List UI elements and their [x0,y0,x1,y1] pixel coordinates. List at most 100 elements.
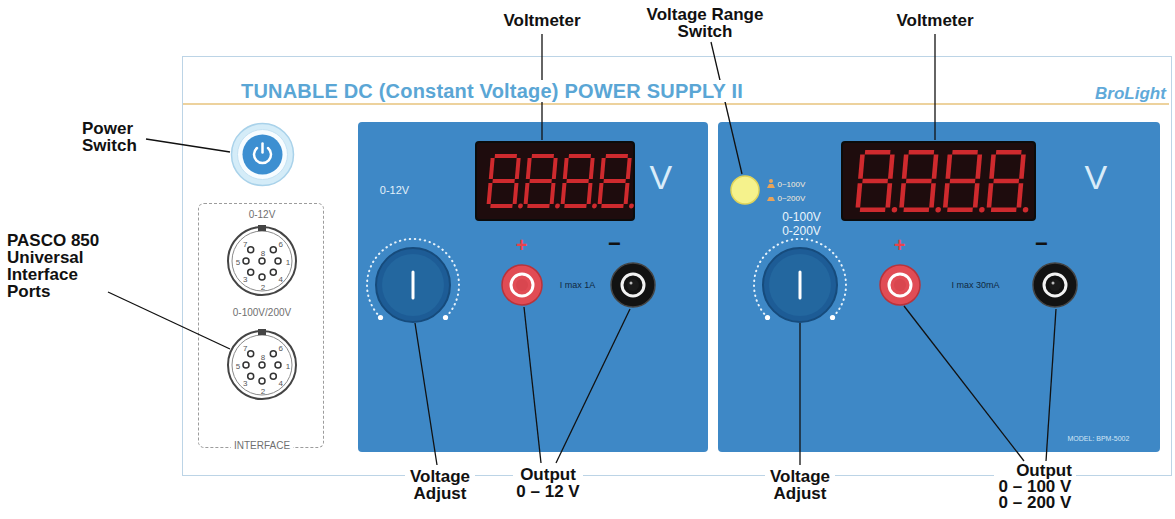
pin-number: 7 [243,240,247,249]
text-holder: Power Switch [80,120,144,154]
leader-line-group [108,34,1056,465]
text-holder: 1 [286,362,290,371]
pin-number: 6 [278,240,282,249]
text-holder: Voltage Range Switch [641,6,769,40]
callout-label: Voltmeter [501,12,582,29]
callout-label: Power Switch [80,120,144,154]
text-holder: 0~100V [778,180,806,189]
text-holder: 7 [243,344,247,353]
text-holder: V [1085,158,1108,196]
text-holder: BroLight [1095,84,1166,104]
text-holder: Voltage Adjust [405,468,475,502]
leader-line [904,306,1024,461]
range-label: 0-12V [380,184,409,197]
interface-illustration [199,204,325,449]
panel-title: TUNABLE DC (Constant Voltage) POWER SUPP… [241,80,743,102]
leader-line [556,309,630,463]
range-label: 0-100V 0-200V [780,210,824,238]
text-holder: MODEL: BPM-5002 [1068,434,1130,443]
text-holder: Output 0 – 12 V [513,466,583,500]
din-connector [228,225,296,295]
callout-label: Voltmeter [894,12,975,29]
callout-label: Output 0 – 12 V [513,466,583,500]
leader-line [934,34,935,140]
current-limit: I max 30mA [951,280,999,291]
range-switch [731,176,759,204]
text-holder: 1 [286,258,290,267]
model-number: MODEL: BPM-5002 [1068,434,1130,443]
pin-number: 2 [261,283,265,292]
positive-terminal [880,265,920,305]
text-holder: 8 [261,249,265,258]
volt-unit: V [650,158,673,196]
callout-label: Voltage Adjust [405,468,475,502]
pin-number: 3 [243,379,247,388]
text-holder: 2 [261,283,265,292]
text-holder: I max 1A [560,280,596,291]
callout-label: Voltage Range Switch [641,6,769,40]
text-holder: Voltmeter [501,12,582,29]
din-connector [228,329,296,399]
negative-terminal [1033,263,1077,307]
current-limit: I max 1A [560,280,596,291]
voltage-knob [367,238,459,321]
text-holder: TUNABLE DC (Constant Voltage) POWER SUPP… [241,80,743,102]
text-holder: 5 [236,362,240,371]
text-holder: 8 [261,353,265,362]
text-holder: − [608,232,621,256]
leader-line [524,307,541,463]
pin-number: 2 [261,387,265,396]
pin-number: 1 [286,258,290,267]
text-holder: 3 [243,379,247,388]
text-holder: − [1035,232,1048,256]
port-label: 0-12V [249,209,276,221]
text-holder: 0-12V [380,184,409,197]
switch-position: 0~100V [778,180,806,189]
pin-number: 3 [243,275,247,284]
pin-number: 6 [278,344,282,353]
pin-number: 5 [236,362,240,371]
polarity-mark: + [516,234,528,256]
housing-panel: TUNABLE DC (Constant Voltage) POWER SUPP… [182,56,1172,476]
output-panel: V 0-12V + − I max 1A [358,122,708,452]
title-rule [183,103,1169,105]
text-holder: V [650,158,673,196]
text-holder: Output 0 – 100 V 0 – 200 V [994,463,1076,511]
text-holder: 0~200V [778,194,806,203]
pin-number: 8 [261,353,265,362]
pin-number: 1 [286,362,290,371]
leader-line [146,139,230,152]
leader-line [1046,309,1056,461]
pin-number: 4 [278,275,282,284]
text-holder: I max 30mA [951,280,999,291]
leader-line [108,292,230,349]
switch-position: 0~200V [778,194,806,203]
port-label: 0-100V/200V [233,307,291,319]
range-icons [767,179,775,201]
leader-line [541,34,542,140]
power-switch [232,124,294,186]
pin-number: 5 [236,258,240,267]
volt-unit: V [1085,158,1108,196]
callout-label: PASCO 850 Universal Interface Ports [5,232,105,300]
pin-number: 8 [261,249,265,258]
text-holder: + [894,234,906,256]
negative-terminal [611,263,655,307]
polarity-mark: − [1035,232,1048,256]
text-holder: 0-100V/200V [233,307,291,319]
pin-number: 7 [243,344,247,353]
interface-box: 0-12V0-100V/200VINTERFACE [198,203,324,448]
text-holder: 6 [278,240,282,249]
seven-segment-digits [486,154,638,208]
leader-line [799,323,800,465]
positive-terminal [502,265,542,305]
callout-label: Output 0 – 100 V 0 – 200 V [994,463,1076,511]
voltage-knob [754,238,846,321]
text-holder: 7 [243,240,247,249]
text-holder: 4 [278,379,282,388]
text-holder: 0-100V 0-200V [780,210,824,238]
text-holder: 3 [243,275,247,284]
brand-logo: BroLight [1095,84,1166,104]
